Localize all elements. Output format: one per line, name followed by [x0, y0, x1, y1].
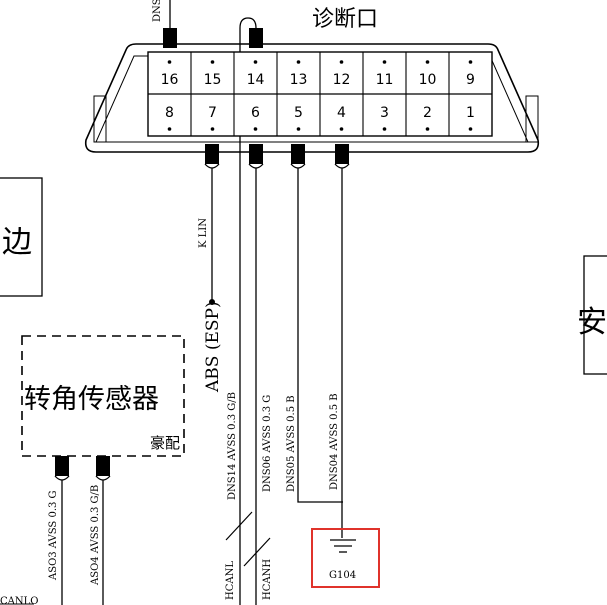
connector-title: 诊断口: [312, 7, 378, 32]
pin-dot: [468, 60, 473, 64]
pin-dot: [425, 60, 430, 64]
pin-label: 8: [165, 105, 174, 121]
pin-dot: [339, 127, 344, 131]
ground-highlight-box: [311, 528, 380, 588]
dns-top-label: DNS: [152, 0, 163, 22]
pin4-terminal: [334, 144, 350, 169]
pin-label: 11: [376, 72, 394, 88]
sensor-title: 转角传感器: [24, 384, 159, 415]
abs-node: [209, 299, 215, 305]
pin14-hook-wire: [239, 17, 257, 605]
connector-right-flange: [525, 95, 539, 143]
aso4-label: ASO4 AVSS 0.3 G/B: [90, 485, 101, 586]
pin-label: 9: [466, 72, 475, 88]
pin14-terminal: [249, 28, 263, 48]
pin-dot: [339, 60, 344, 64]
obd-connector: 16 15 14 13 12 11 10 9 8 7 6 5 4 3 2 1: [84, 43, 540, 153]
pin-dot: [382, 60, 387, 64]
pin6-terminal: [248, 144, 264, 169]
aso3-label: ASO3 AVSS 0.3 G: [48, 490, 59, 581]
pin5-terminal: [290, 144, 306, 169]
pin-label: 13: [290, 72, 308, 88]
steering-sensor: 转角传感器 豪配: [21, 335, 185, 457]
ground-g104: G104: [311, 528, 380, 588]
pin-dot: [253, 127, 258, 131]
pin-label: 2: [423, 105, 432, 121]
sensor-terminal-1: [54, 456, 70, 481]
dns14-label: DNS14 AVSS 0.3 G/B: [227, 392, 238, 500]
pin-dot: [167, 127, 172, 131]
dns05-label: DNS05 AVSS 0.5 B: [286, 395, 297, 492]
pin-label: 6: [251, 105, 260, 121]
pin-dot: [382, 127, 387, 131]
ground-label: G104: [329, 570, 356, 581]
dns04-label: DNS04 AVSS 0.5 B: [329, 393, 340, 490]
right-component-text: 安: [577, 305, 607, 340]
hcanl-label: HCANL: [225, 561, 236, 600]
twist-mark-2: [243, 537, 271, 567]
pin-dot: [210, 60, 215, 64]
right-component-box: [583, 255, 607, 375]
pin-dot: [253, 60, 258, 64]
pin-dot: [468, 127, 473, 131]
pin-label: 1: [466, 105, 475, 121]
pin-label: 5: [294, 105, 303, 121]
k-lin-label: K LIN: [198, 218, 209, 248]
pin7-terminal: [204, 144, 220, 169]
pin-label: 3: [380, 105, 389, 121]
twist-mark-1: [225, 511, 253, 541]
pin-label: 14: [247, 72, 265, 88]
pin-dot: [296, 60, 301, 64]
pin-label: 10: [419, 72, 437, 88]
pin-label: 12: [333, 72, 351, 88]
sensor-subtitle: 豪配: [150, 434, 180, 452]
dns05-wire: [297, 168, 343, 503]
pin-dot: [167, 60, 172, 64]
pin-dot: [210, 127, 215, 131]
left-component-box: [0, 177, 43, 297]
dns06-label: DNS06 AVSS 0.3 G: [262, 395, 273, 492]
left-component-text: 边: [2, 225, 32, 260]
pin-dot: [425, 127, 430, 131]
pin-dot: [296, 127, 301, 131]
connector-left-flange: [93, 95, 107, 143]
pin-label: 7: [208, 105, 217, 121]
canlo-label: CANLO: [0, 596, 38, 605]
dns-top-terminal: [163, 28, 177, 48]
pin-label: 16: [161, 72, 179, 88]
sensor-terminal-2: [95, 456, 111, 481]
abs-label: ABS (ESP): [203, 301, 223, 393]
pin-label: 4: [337, 105, 346, 121]
pin-label: 15: [204, 72, 222, 88]
hcanh-label: HCANH: [262, 559, 273, 600]
